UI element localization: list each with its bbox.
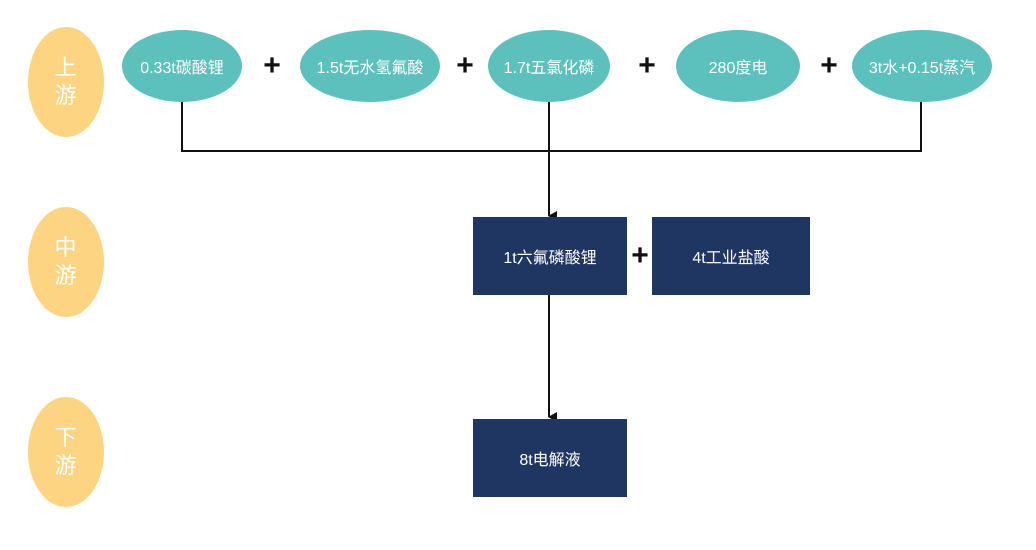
input-phosphorus-pentachloride: 1.7t五氯化磷 [488,30,610,102]
stage-midstream-char-2: 游 [54,263,78,288]
stage-upstream-char-2: 游 [54,83,78,108]
plus-sign-2: + [456,49,474,82]
midstream-product-lipf6: 1t六氟磷酸锂 [473,217,627,295]
stage-downstream-char-2: 游 [54,453,78,478]
stage-upstream: 上 游 [28,27,104,137]
stage-downstream-char-1: 下 [54,425,78,450]
stage-downstream: 下 游 [28,397,104,507]
stage-midstream-char-1: 中 [54,235,78,260]
input-water-steam: 3t水+0.15t蒸汽 [852,30,992,102]
midstream-byproduct-hcl: 4t工业盐酸 [652,217,810,295]
plus-sign-5: + [631,239,649,272]
stage-upstream-char-1: 上 [54,55,78,80]
input-lithium-carbonate: 0.33t碳酸锂 [122,30,242,102]
plus-sign-4: + [820,49,838,82]
stage-midstream: 中 游 [28,207,104,317]
plus-sign-3: + [638,49,656,82]
input-anhydrous-hf: 1.5t无水氢氟酸 [300,30,440,102]
input-electricity: 280度电 [676,30,800,102]
downstream-product-electrolyte: 8t电解液 [473,419,627,497]
plus-sign-1: + [263,49,281,82]
